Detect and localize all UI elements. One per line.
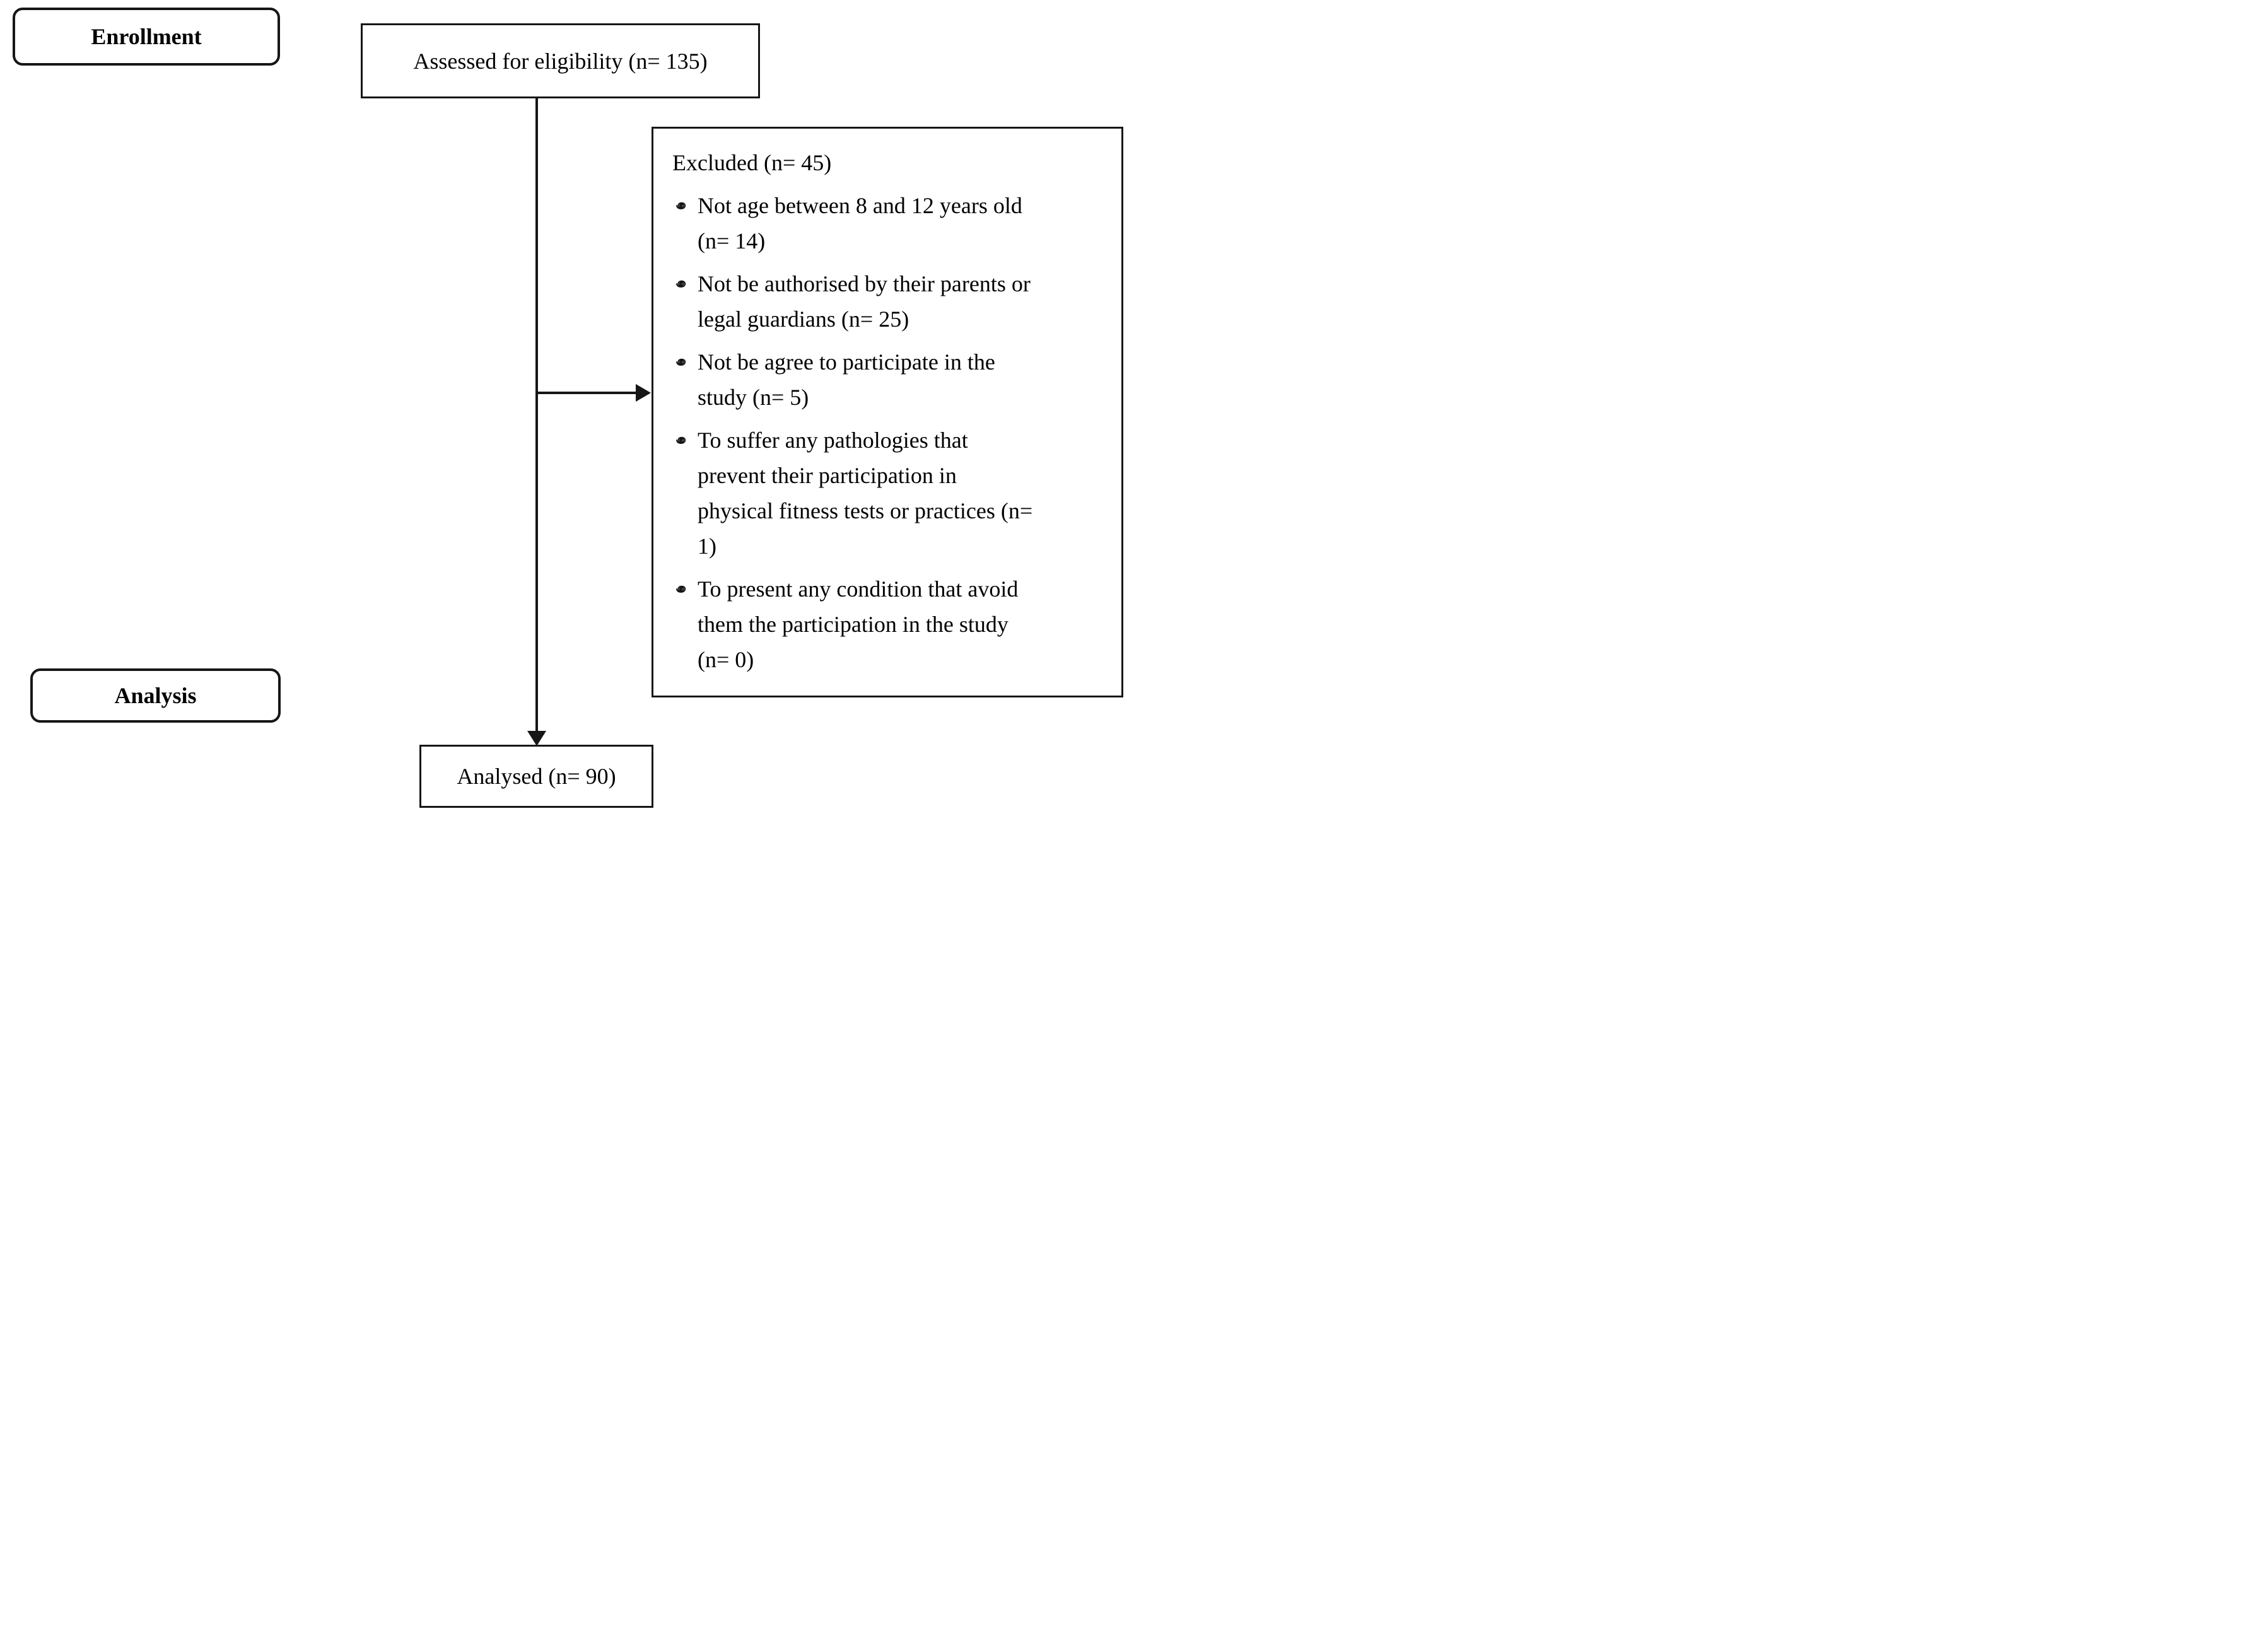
flow-line-vertical [535, 98, 538, 732]
excluded-box: Excluded (n= 45) Not age between 8 and 1… [652, 127, 1123, 697]
exclusion-item-text: To present any condition that avoid them… [698, 576, 1019, 672]
spiral-bullet-icon [672, 354, 689, 370]
analysed-box: Analysed (n= 90) [419, 745, 653, 808]
spiral-bullet-icon [672, 197, 689, 214]
analysed-label: Analysed (n= 90) [457, 764, 616, 789]
analysis-stage-box: Analysis [30, 668, 281, 723]
exclusion-item-text: Not be agree to participate in the study… [698, 349, 995, 410]
exclusion-item-text: Not be authorised by their parents or le… [698, 271, 1031, 332]
enrollment-stage-label: Enrollment [91, 24, 202, 49]
assessed-label: Assessed for eligibility (n= 135) [413, 48, 708, 74]
analysis-stage-label: Analysis [114, 683, 197, 708]
exclusion-item-text: Not age between 8 and 12 years old (n= 1… [698, 193, 1022, 254]
exclusion-item: Not be authorised by their parents or le… [671, 266, 1110, 337]
flow-line-branch [535, 392, 638, 394]
spiral-bullet-icon [672, 581, 689, 597]
exclusion-reason-list: Not age between 8 and 12 years old (n= 1… [671, 188, 1110, 677]
exclusion-item: To suffer any pathologies that prevent t… [671, 423, 1110, 564]
arrow-down-icon [527, 731, 546, 746]
exclusion-item: To present any condition that avoid them… [671, 571, 1110, 677]
consort-flow-diagram: Enrollment Assessed for eligibility (n= … [0, 0, 1134, 816]
enrollment-stage-box: Enrollment [13, 8, 280, 66]
spiral-bullet-icon [672, 432, 689, 448]
exclusion-item: Not age between 8 and 12 years old (n= 1… [671, 188, 1110, 259]
excluded-title: Excluded (n= 45) [672, 150, 832, 175]
spiral-bullet-icon [672, 276, 689, 292]
exclusion-item-text: To suffer any pathologies that prevent t… [698, 428, 1033, 559]
assessed-for-eligibility-box: Assessed for eligibility (n= 135) [361, 23, 760, 98]
arrow-right-icon [636, 384, 651, 402]
exclusion-item: Not be agree to participate in the study… [671, 344, 1110, 415]
